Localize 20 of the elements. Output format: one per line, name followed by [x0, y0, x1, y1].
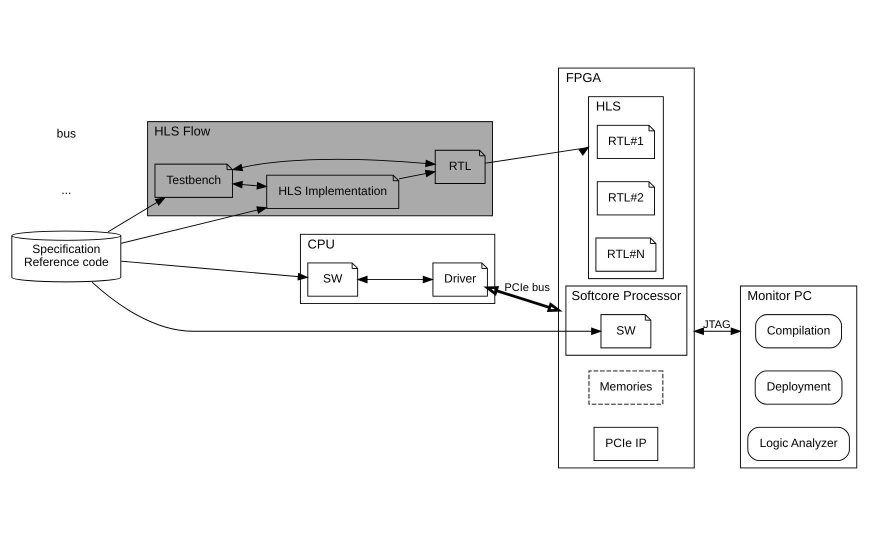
edge-label: JTAG — [703, 319, 731, 332]
arrow — [483, 286, 562, 312]
arrow — [92, 282, 602, 336]
node-box: Memories — [588, 370, 664, 405]
arrow — [484, 146, 590, 164]
label: bus — [56, 126, 76, 141]
arrow — [108, 196, 166, 232]
edge-label: PCIe bus — [504, 282, 550, 294]
arrow — [120, 206, 268, 244]
arrow — [231, 180, 268, 190]
arrow — [398, 170, 436, 180]
node-box: PCIe IP — [594, 426, 658, 461]
label: ... — [61, 183, 72, 198]
arrow — [356, 276, 434, 284]
node-box: Compilation — [755, 314, 842, 348]
arrow — [120, 260, 309, 280]
arrow — [692, 327, 742, 336]
arrow — [232, 159, 437, 172]
node-box: Deployment — [754, 370, 842, 405]
node-box: Logic Analyzer — [747, 426, 850, 461]
